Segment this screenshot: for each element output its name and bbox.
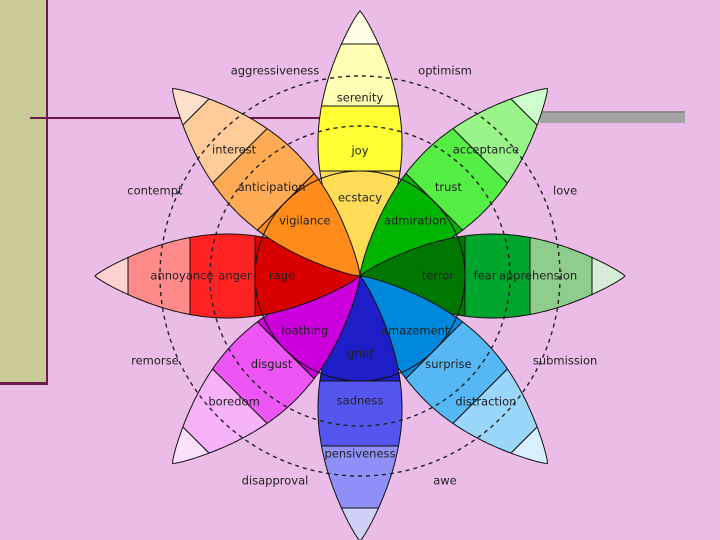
petal-trust-tip <box>510 88 548 126</box>
label-vigilance: vigilance <box>279 213 330 227</box>
petal-fear <box>359 233 626 319</box>
petal-sadness-tip <box>340 507 380 540</box>
label-boredom: boredom <box>208 394 259 408</box>
label-acceptance: acceptance <box>453 143 519 157</box>
left-accent-bar-underline <box>0 382 48 385</box>
petal-anticipation <box>172 88 361 277</box>
petal-sadness-middle-band <box>317 380 403 447</box>
dyad-label-optimism: optimism <box>418 63 472 77</box>
label-grief: grief <box>347 347 374 361</box>
petal-joy-tip <box>340 10 380 45</box>
label-layer: ecstacy joy serenity optimism admiration trus… <box>127 63 597 487</box>
petal-joy-middle-band <box>317 105 403 172</box>
label-interest: interest <box>212 143 257 157</box>
dyad-label-remorse: remorse <box>131 354 179 368</box>
left-accent-bar <box>0 0 48 382</box>
label-ecstacy: ecstacy <box>338 191 382 205</box>
petal-sadness <box>317 275 403 540</box>
petal-anger-tip <box>94 256 129 296</box>
label-terror: terror <box>422 269 455 283</box>
label-serenity: serenity <box>337 91 384 105</box>
label-surprise: surprise <box>425 357 471 371</box>
label-fear: fear <box>474 269 497 283</box>
label-loathing: loathing <box>281 324 328 338</box>
label-admiration: admiration <box>384 213 447 227</box>
label-trust: trust <box>435 180 463 194</box>
dyad-label-disapproval: disapproval <box>242 474 309 488</box>
petal-disgust <box>172 275 361 464</box>
label-pensiveness: pensiveness <box>324 447 395 461</box>
dyad-label-aggressiveness: aggressiveness <box>231 63 320 77</box>
label-joy: joy <box>350 144 368 158</box>
petal-surprise-tip <box>510 426 548 464</box>
petal-layer <box>94 10 626 540</box>
outer-dashed-circle <box>159 75 561 477</box>
title-rule-line <box>30 117 320 119</box>
label-disgust: disgust <box>251 357 293 371</box>
petal-trust <box>359 88 548 277</box>
label-sadness: sadness <box>337 394 384 408</box>
dyad-label-love: love <box>553 184 577 198</box>
dyad-label-submission: submission <box>533 354 597 368</box>
label-annoyance: annoyance <box>150 269 213 283</box>
label-anger: anger <box>218 269 252 283</box>
petal-disgust-tip <box>172 426 210 464</box>
label-apprehension: apprehension <box>499 269 577 283</box>
middle-dashed-circle <box>209 125 511 427</box>
petal-surprise <box>359 275 548 464</box>
dyad-label-contempt: contempt <box>127 184 183 198</box>
petal-fear-tip <box>591 256 626 296</box>
label-distraction: distraction <box>455 394 516 408</box>
label-anticipation: anticipation <box>238 180 306 194</box>
gray-accent-bar <box>540 111 685 123</box>
dyad-label-awe: awe <box>433 474 457 488</box>
label-amazement: amazement <box>381 324 450 338</box>
petal-joy <box>317 10 403 277</box>
inner-solid-ring <box>254 170 466 382</box>
label-rage: rage <box>269 269 295 283</box>
petal-anticipation-tip <box>172 88 210 126</box>
